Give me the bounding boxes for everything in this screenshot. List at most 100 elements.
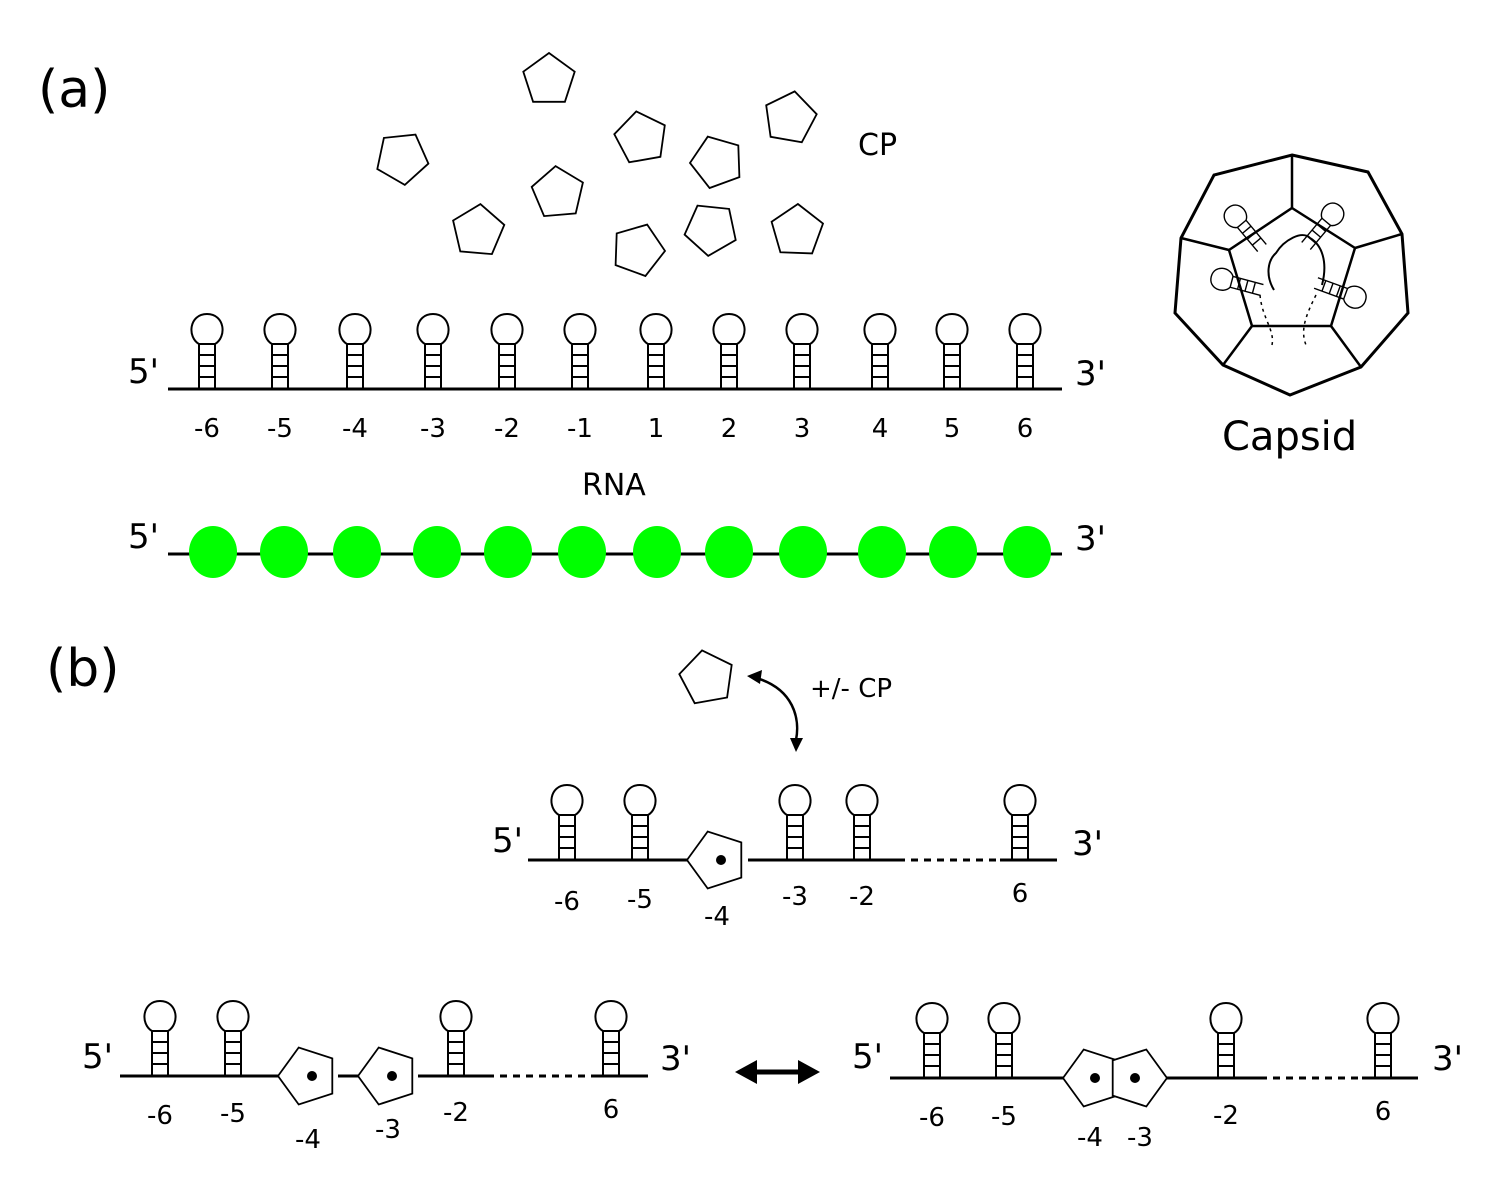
stem-loop	[263, 313, 297, 390]
stem-loop	[623, 784, 657, 861]
bound-cp	[685, 830, 743, 890]
stem-loop	[987, 1002, 1021, 1079]
capsid-label: Capsid	[1222, 414, 1357, 460]
three-prime-label-beads: 3'	[1075, 519, 1106, 559]
right-three-prime: 3'	[1432, 1039, 1463, 1079]
stem-index: -2	[494, 414, 520, 444]
panel-b-label: (b)	[46, 639, 120, 699]
stem-index: -6	[554, 887, 580, 917]
arrow-head-up	[747, 670, 762, 684]
five-prime-label-beads: 5'	[128, 517, 159, 557]
stem-loops	[190, 313, 1042, 390]
free-cp-proteins	[376, 51, 825, 278]
five-prime-label: 5'	[128, 352, 159, 392]
stem-index: -5	[220, 1099, 246, 1129]
cp-pentagon	[683, 204, 737, 258]
stem-index: 6	[1017, 414, 1034, 444]
stem-loop	[712, 313, 746, 390]
stem-index: -2	[443, 1098, 469, 1128]
stem-index: 6	[1375, 1097, 1392, 1127]
right-five-prime: 5'	[852, 1037, 883, 1077]
cp-dot	[1130, 1073, 1140, 1083]
rna-bead	[858, 526, 906, 578]
rna-bead	[1003, 526, 1051, 578]
stem-index: -6	[919, 1103, 945, 1133]
stem-loop	[935, 313, 969, 390]
three-prime-label: 3'	[1075, 354, 1106, 394]
stem-index: -1	[567, 414, 593, 444]
stem-index: 4	[872, 414, 889, 444]
cp-pentagon	[614, 223, 667, 278]
stem-index: 2	[721, 414, 738, 444]
stem-loop	[845, 784, 879, 861]
rna-bead	[558, 526, 606, 578]
stem-loop	[416, 313, 450, 390]
stem-index: 1	[648, 414, 665, 444]
cp-pentagon	[770, 202, 825, 255]
stem-index: 6	[1012, 879, 1029, 909]
left-five-prime: 5'	[82, 1037, 113, 1077]
stem-loop	[490, 313, 524, 390]
stem-index: -6	[147, 1101, 173, 1131]
stem-index: 6	[603, 1095, 620, 1125]
stem-index: -3	[420, 414, 446, 444]
stem-loop	[639, 313, 673, 390]
stem-index: -4	[342, 414, 368, 444]
stem-loop	[1003, 784, 1037, 861]
stem-loop	[785, 313, 819, 390]
stem-loop	[190, 313, 224, 390]
rna-bead	[779, 526, 827, 578]
rna-label: RNA	[582, 468, 646, 503]
capsid-diagram	[1173, 153, 1410, 397]
cp-pentagon	[452, 202, 506, 256]
cp-pentagon	[530, 164, 584, 218]
cp-pentagon	[678, 649, 733, 705]
rna-bead	[413, 526, 461, 578]
stem-loop	[216, 1000, 250, 1077]
stem-index: -5	[627, 885, 653, 915]
stem-loop	[1008, 313, 1042, 390]
cp-dot	[307, 1071, 317, 1081]
cp-label: CP	[858, 128, 897, 163]
cp-pentagon	[765, 90, 818, 144]
bound-cp	[276, 1046, 334, 1106]
arrow-head-down	[790, 738, 803, 752]
cp-pentagon	[688, 135, 741, 190]
exchange-label: +/- CP	[810, 674, 892, 704]
rna-bead	[484, 526, 532, 578]
bound-cp	[356, 1046, 414, 1106]
free-cp-protein	[678, 649, 733, 705]
stem-index: -3	[1127, 1123, 1153, 1153]
rna-bead	[333, 526, 381, 578]
stem-index: -4	[704, 902, 730, 932]
stem-loop	[863, 313, 897, 390]
stem-index: -4	[295, 1125, 321, 1155]
stem-index: -4	[1077, 1123, 1103, 1153]
stem-index: 5	[944, 414, 961, 444]
cp-dot	[387, 1071, 397, 1081]
cp-dot	[1090, 1073, 1100, 1083]
stem-index: -6	[194, 414, 220, 444]
stem-index: 3	[794, 414, 811, 444]
stem-index: -3	[782, 882, 808, 912]
exchange-arrow	[752, 675, 799, 741]
stem-loop	[594, 1000, 628, 1077]
rna-bead	[633, 526, 681, 578]
stem-loop	[1366, 1002, 1400, 1079]
stem-loop	[550, 784, 584, 861]
mid-five-prime: 5'	[492, 821, 523, 861]
rna-bead	[260, 526, 308, 578]
rna-beads	[189, 526, 1051, 578]
left-three-prime: 3'	[660, 1039, 691, 1079]
stem-loop	[143, 1000, 177, 1077]
equilibrium-arrow-icon	[735, 1060, 820, 1084]
stem-index: -5	[267, 414, 293, 444]
cp-pentagon	[613, 110, 666, 164]
stem-loop	[338, 313, 372, 390]
cp-pentagon	[522, 51, 576, 103]
stem-loop	[778, 784, 812, 861]
